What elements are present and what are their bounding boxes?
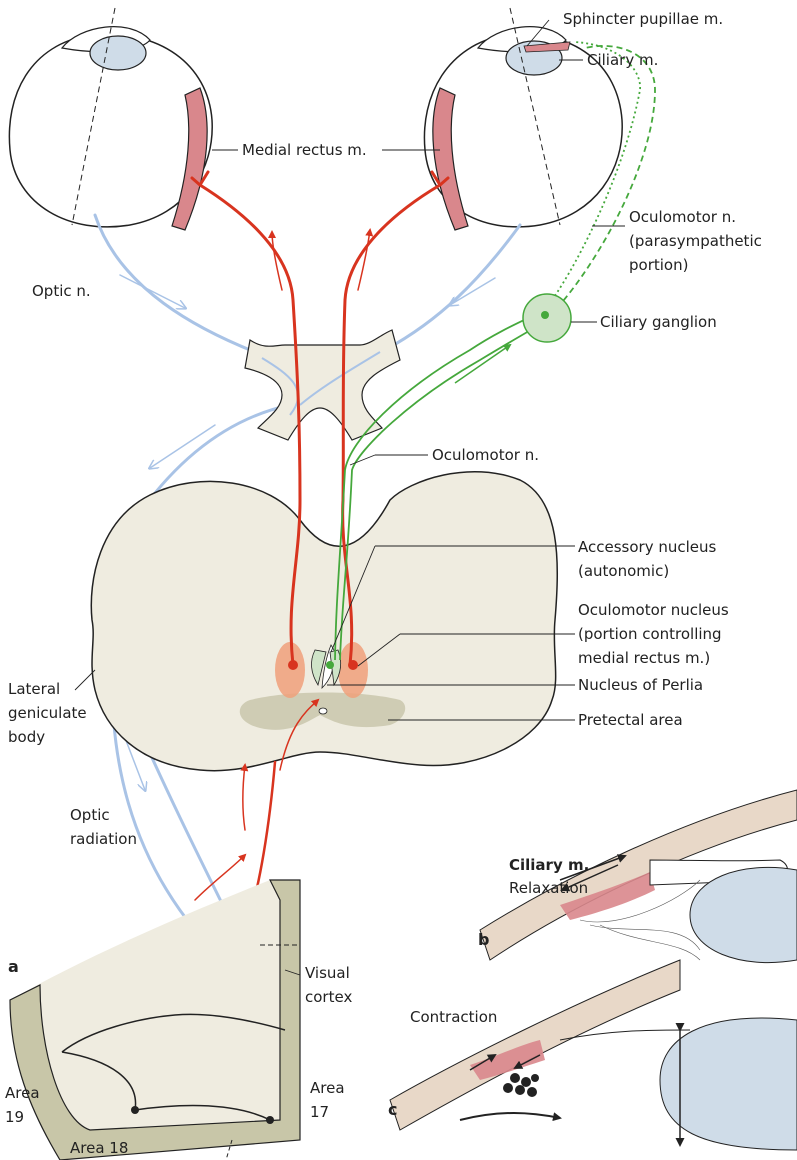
midbrain [91, 472, 557, 771]
label-oculomotor-nerve: Oculomotor n. [432, 446, 539, 464]
label-relaxation: Relaxation [509, 879, 588, 897]
label-oculomotor-nucleus-1: Oculomotor nucleus [578, 601, 729, 619]
ciliary-contraction-panel [390, 960, 797, 1150]
label-accessory-nucleus-2: (autonomic) [578, 562, 669, 580]
right-eye [424, 8, 622, 230]
label-optic-radiation-2: radiation [70, 830, 137, 848]
label-sphincter-pupillae: Sphincter pupillae m. [563, 10, 723, 28]
label-ciliary-title: Ciliary m. [509, 856, 589, 874]
label-optic-radiation-1: Optic [70, 806, 110, 824]
label-lgb-3: body [8, 728, 45, 746]
label-contraction: Contraction [410, 1008, 497, 1026]
label-area19-2: 19 [5, 1108, 24, 1126]
label-ciliary-muscle: Ciliary m. [587, 51, 658, 69]
label-pretectal-area: Pretectal area [578, 711, 683, 729]
label-visual-cortex-1: Visual [305, 964, 350, 982]
left-lens [90, 36, 146, 70]
left-oculomotor-nucleus [275, 642, 305, 698]
label-panel-c: c [388, 1100, 397, 1119]
label-lgb-1: Lateral [8, 680, 60, 698]
label-area18: Area 18 [70, 1139, 128, 1157]
label-ciliary-ganglion: Ciliary ganglion [600, 313, 717, 331]
label-visual-cortex-2: cortex [305, 988, 352, 1006]
label-oculomotor-nucleus-3: medial rectus m.) [578, 649, 710, 667]
label-optic-nerve: Optic n. [32, 282, 91, 300]
label-area19-1: Area [5, 1084, 40, 1102]
label-panel-a: a [8, 957, 19, 976]
label-oculomotor-parasympathetic-1: Oculomotor n. [629, 208, 736, 226]
label-accessory-nucleus-1: Accessory nucleus [578, 538, 717, 556]
visual-cortex-section [10, 880, 300, 1160]
ciliary-relaxation-panel [480, 790, 797, 963]
label-oculomotor-parasympathetic-3: portion) [629, 256, 688, 274]
left-eye [9, 8, 212, 230]
label-medial-rectus: Medial rectus m. [242, 141, 367, 159]
label-oculomotor-parasympathetic-2: (parasympathetic [629, 232, 762, 250]
label-nucleus-of-perlia: Nucleus of Perlia [578, 676, 703, 694]
optic-chiasm [245, 330, 400, 440]
label-area17-1: Area [310, 1079, 345, 1097]
label-oculomotor-nucleus-2: (portion controlling [578, 625, 722, 643]
label-area17-2: 17 [310, 1103, 329, 1121]
label-lgb-2: geniculate [8, 704, 87, 722]
label-panel-b: b [478, 930, 489, 949]
